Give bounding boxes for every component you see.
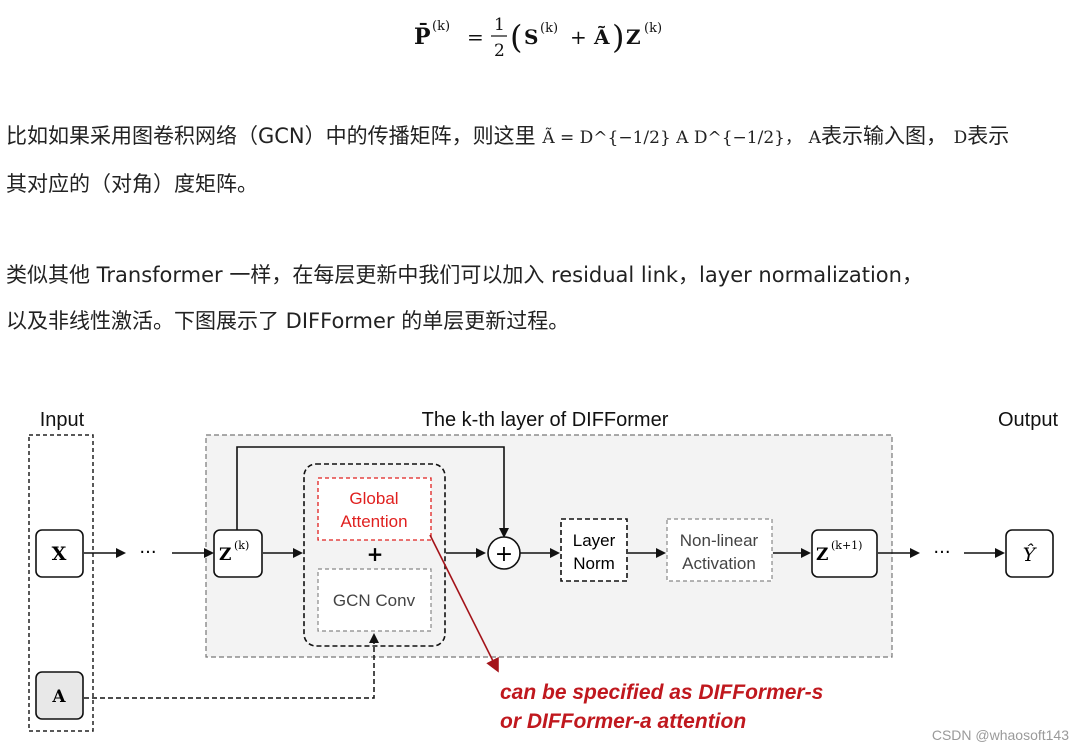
gcn-conv-box [317,568,432,632]
node-y [1005,529,1054,578]
residual-link [236,446,509,538]
node-x-label: X [52,543,67,565]
nonlinear-line1: Non-linear [680,531,759,550]
paragraph-gcn-line1: 比如如果采用图卷积网络（GCN）中的传播矩阵，则这里 Ã = D^{−1/2} … [6,113,1076,161]
gcn-conv-label: GCN Conv [333,591,416,610]
node-y-label: Ŷ [1023,543,1038,566]
eq-Z: Z [626,25,641,49]
node-zk1-label: Z [816,545,828,565]
paragraph-transformer-line2: 以及非线性激活。下图展示了 DIFFormer 的单层更新过程。 [6,309,570,333]
eq-lhs: P̄ [414,22,431,50]
nonlinear-line2: Activation [682,554,756,573]
node-zk-sup: (k) [234,539,249,552]
attention-block [303,463,446,647]
eq-paren-close: ) [612,18,624,56]
gcn-text: 比如如果采用图卷积网络（GCN）中的传播矩阵，则这里 [6,124,536,148]
node-x [35,529,84,578]
eq-S-sup: (k) [540,21,558,36]
node-zk1-sup: (k+1) [831,539,862,552]
arrow-a-gcn [84,633,379,699]
node-zk1 [811,529,878,578]
attention-plus: + [367,542,384,566]
global-attention-line1: Global [349,489,398,508]
paragraph-gcn-line2: 其对应的（对角）度矩阵。 [6,172,258,196]
paragraph-gcn: 比如如果采用图卷积网络（GCN）中的传播矩阵，则这里 Ã = D^{−1/2} … [6,113,1076,207]
node-zk-label: Z [219,545,231,565]
gcn-mid: 表示输入图， [820,124,947,148]
node-zk [213,529,263,578]
layer-norm-box [560,518,628,582]
layer-title: The k-th layer of DIFFormer [422,409,669,431]
eq-Z-sup: (k) [644,21,662,36]
gcn-D: D [953,128,968,148]
equation-svg: P̄ (k) = 1 2 ( S (k) + Ã ) Z (k) [414,15,662,61]
node-a [35,671,84,720]
eq-plus: + [570,25,587,49]
eq-A-tilde: Ã [593,25,610,49]
dots-right: ··· [933,542,950,563]
eq-frac-den: 2 [494,41,505,61]
eq-equals: = [467,25,484,49]
node-a-label: A [51,687,66,707]
layer-panel [205,434,893,658]
paragraph-transformer-line1: 类似其他 Transformer 一样，在每层更新中我们可以加入 residua… [6,263,923,287]
annotation-line1: can be specified as DIFFormer-s [500,681,823,704]
annotation-line2: or DIFFormer-a attention [500,710,746,733]
gcn-end: 表示 [967,124,1010,148]
output-label: Output [998,409,1058,431]
eq-lhs-sup: (k) [432,19,450,34]
eq-frac-num: 1 [494,15,505,35]
gcn-A: A [808,128,821,148]
difformer-diagram: Input The k-th layer of DIFFormer Output… [28,409,1058,733]
eq-paren-open: ( [510,18,522,56]
watermark: CSDN @whaosoft143 [931,727,1069,743]
global-attention-line2: Attention [340,512,407,531]
eq-S: S [524,25,538,49]
global-attention-box [317,477,432,541]
gcn-math: Ã = D^{−1/2} A D^{−1/2}， [542,128,802,148]
layer-norm-line1: Layer [573,531,616,550]
paragraph-transformer: 类似其他 Transformer 一样，在每层更新中我们可以加入 residua… [6,252,1076,344]
dots-left: ··· [139,542,156,563]
top-equation: P̄ (k) = 1 2 ( S (k) + Ã ) Z (k) [0,6,1081,66]
input-label: Input [40,409,85,431]
annotation-arrow [429,534,499,673]
sum-symbol: + [495,542,513,567]
nonlinear-box [666,518,773,582]
layer-norm-line2: Norm [573,554,615,573]
input-box [28,434,94,732]
